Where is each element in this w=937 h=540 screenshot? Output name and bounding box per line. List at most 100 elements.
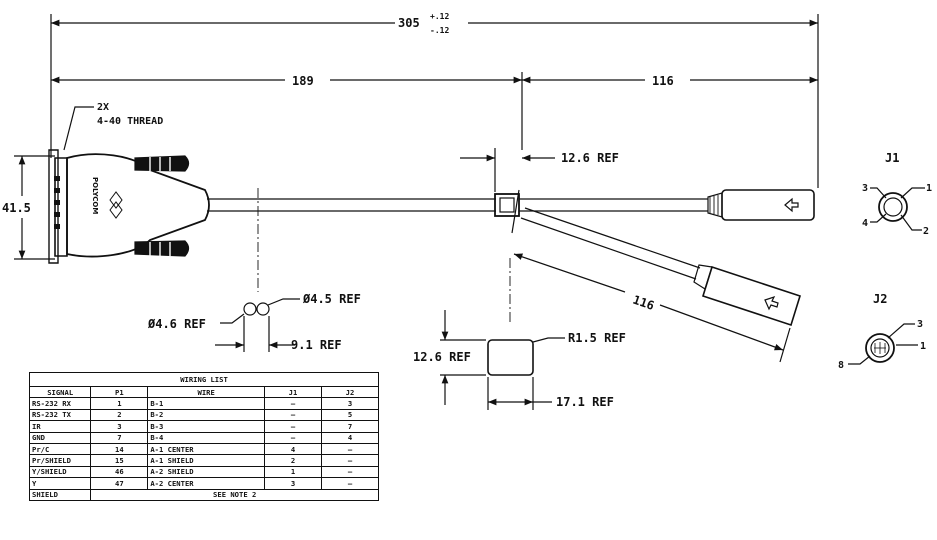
right-section-text: 116 <box>652 74 674 88</box>
table-cell: 14 <box>90 442 149 456</box>
j2-label: J2 <box>873 292 887 306</box>
j2-arrow-icon <box>764 295 779 311</box>
table-cell: — <box>264 397 322 410</box>
branch-j2-bottom <box>520 217 697 280</box>
table-cell: Y <box>28 477 92 490</box>
branch-dim-ext-b <box>779 327 791 363</box>
dimension-labels: 305 +.12 -.12 189 116 2X 4-40 THREAD 41.… <box>2 12 932 409</box>
col-j1: J1 <box>264 385 322 399</box>
j1-pin-2: 2 <box>923 226 929 237</box>
j2-pin-8: 8 <box>838 360 844 371</box>
table-cell: B-2 <box>147 408 265 422</box>
j1-face-inner <box>883 197 903 217</box>
splice-length-text: 12.6 REF <box>561 151 619 165</box>
splice-block-inner <box>499 197 515 213</box>
table-cell: — <box>320 454 380 467</box>
j2-pin8-leader <box>848 355 871 365</box>
table-cell: A-1 SHIELD <box>147 454 265 467</box>
splice-block <box>494 193 520 217</box>
pair-width-text: 9.1 REF <box>291 338 342 352</box>
j1-pin4-leader <box>870 213 887 223</box>
thumbscrew-top <box>134 155 190 172</box>
table-cell: A-1 CENTER <box>147 442 265 456</box>
cable-section-a <box>243 302 257 316</box>
thread-leader <box>63 106 94 151</box>
branch-dim-line-a <box>513 253 626 293</box>
branch-length-text: 116 <box>631 293 656 313</box>
table-cell: B-3 <box>147 420 265 433</box>
shield-signal: SHIELD <box>28 488 92 501</box>
table-cell: 46 <box>90 465 149 479</box>
polycom-logo-icon <box>109 191 123 219</box>
table-cell: A-2 CENTER <box>147 477 265 490</box>
table-cell: 7 <box>320 420 380 433</box>
j1-label: J1 <box>885 151 899 165</box>
table-cell: Pr/C <box>28 442 92 456</box>
table-cell: 7 <box>90 431 149 444</box>
cable-dia-b-text: Ø4.6 REF <box>147 317 206 331</box>
j2-pin-grid <box>874 342 886 354</box>
j2-face-inner <box>870 338 890 358</box>
boot-width-text: 17.1 REF <box>556 395 614 409</box>
table-cell: — <box>264 431 322 444</box>
table-cell: Y/SHIELD <box>28 465 92 479</box>
wiring-list-shield-row: SHIELD SEE NOTE 2 <box>28 488 379 501</box>
j1-plug-body <box>721 189 815 221</box>
table-cell: B-4 <box>147 431 265 444</box>
thread-qty-text: 2X <box>97 102 109 113</box>
branch-dim-ext-a <box>511 189 520 234</box>
overall-tol-minus: -.12 <box>430 26 449 35</box>
table-cell: 2 <box>264 454 322 467</box>
wiring-list-table: WIRING LIST SIGNAL P1 WIRE J1 J2 RS-232 … <box>28 372 380 501</box>
table-cell: 3 <box>264 477 322 490</box>
cable-dia-a-text: Ø4.5 REF <box>302 292 361 306</box>
overall-tol-plus: +.12 <box>430 12 449 21</box>
table-cell: 1 <box>90 397 149 410</box>
j2-pin3-leader <box>887 323 915 339</box>
dia-b-leader <box>220 313 245 324</box>
table-cell: IR <box>28 420 92 433</box>
dsub-pins <box>54 176 60 229</box>
boot-radius-text: R1.5 REF <box>568 331 626 345</box>
left-section-text: 189 <box>292 74 314 88</box>
table-cell: — <box>320 465 380 479</box>
shield-note: SEE NOTE 2 <box>90 488 379 501</box>
j1-pin-1: 1 <box>926 183 932 194</box>
table-cell: 3 <box>90 420 149 433</box>
col-p1: P1 <box>90 385 149 399</box>
j2-plug-body <box>702 265 801 327</box>
branch-j2-top <box>524 207 701 269</box>
cable-section-b <box>256 302 270 316</box>
thread-text: 4-40 THREAD <box>97 116 163 127</box>
table-cell: 15 <box>90 454 149 467</box>
j1-pin-3: 3 <box>862 183 868 194</box>
wiring-list-title: WIRING LIST <box>29 372 379 387</box>
table-cell: 1 <box>264 465 322 479</box>
j2-pin-1: 1 <box>920 341 926 352</box>
boot-radius-leader <box>532 337 565 343</box>
table-cell: Pr/SHIELD <box>28 454 92 467</box>
wiring-list-header-row: SIGNAL P1 WIRE J1 J2 <box>28 385 380 399</box>
col-wire: WIRE <box>147 385 265 399</box>
table-cell: B-1 <box>147 397 265 410</box>
connector-height-text: 41.5 <box>2 201 31 215</box>
j1-pin1-leader <box>900 187 925 199</box>
j1-pin2-leader <box>900 214 922 231</box>
table-cell: GND <box>28 431 92 444</box>
dia-a-leader <box>267 298 300 306</box>
table-cell: — <box>320 442 380 456</box>
table-cell: 4 <box>320 431 380 444</box>
j2-pin-3: 3 <box>917 319 923 330</box>
j1-pin-4: 4 <box>862 218 868 229</box>
col-signal: SIGNAL <box>28 385 92 399</box>
j1-pin3-leader <box>870 187 887 199</box>
table-cell: — <box>264 420 322 433</box>
j1-arrow-icon <box>784 197 799 213</box>
